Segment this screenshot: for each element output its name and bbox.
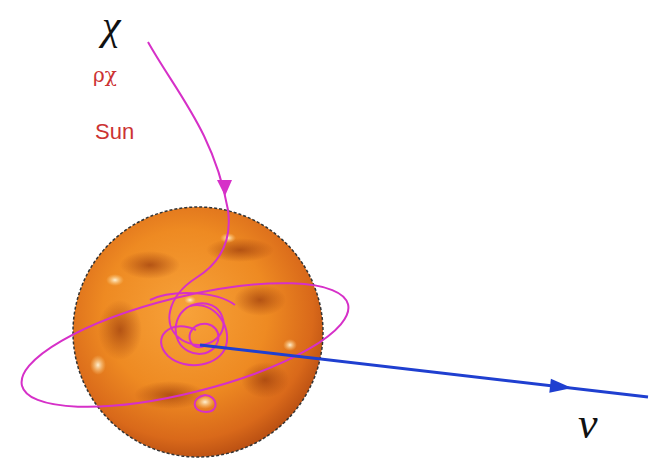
sun-label: Sun [95,120,134,144]
neutrino-line [200,345,648,397]
neutrino-arrowhead [549,379,572,393]
trajectory-arrowhead [217,180,232,196]
dark-matter-trajectory [10,42,359,432]
particle-symbol: χ [102,2,120,48]
sun-disc [73,207,323,457]
particle-symbol: ν [578,400,598,448]
density-label: ρχ [93,64,117,86]
